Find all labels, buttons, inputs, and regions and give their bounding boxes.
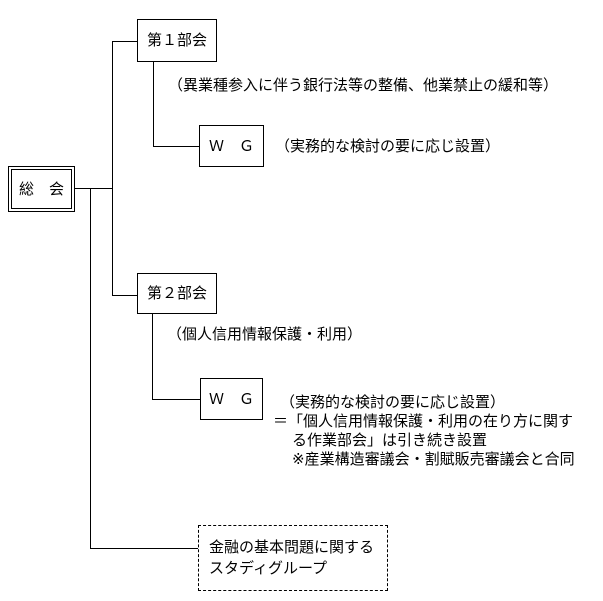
connector-root-to-trunk — [75, 188, 113, 189]
connector-sub2-to-wg2-horizontal — [152, 399, 200, 400]
wg-1-note: （実務的な検討の要に応じ設置） — [275, 137, 501, 155]
wg-2-note-2: ＝「個人信用情報保護・利用の在り方に関す — [273, 412, 574, 430]
connector-sub2-to-wg2-vertical — [152, 314, 153, 400]
connector-sub1-to-wg1-vertical — [153, 62, 154, 147]
wg-2-note-3: る作業部会」は引き続き設置 — [292, 431, 488, 449]
subcommittee-1-note: （異業種参入に伴う銀行法等の整備、他業禁止の緩和等） — [168, 76, 559, 94]
connector-to-study-group — [90, 548, 198, 549]
connector-to-subcommittee1 — [112, 41, 137, 42]
wg-2-note-1: （実務的な検討の要に応じ設置） — [280, 393, 506, 411]
subcommittee-2-label: 第２部会 — [146, 284, 207, 302]
study-group-label-line1: 金融の基本問題に関する — [209, 538, 375, 556]
wg-2-note-4: ※産業構造審議会・割賦販売審議会と合同 — [292, 450, 575, 468]
study-group-box: 金融の基本問題に関する スタディグループ — [198, 525, 388, 591]
wg-2-label: Ｗ Ｇ — [208, 389, 254, 408]
wg-1-label: Ｗ Ｇ — [208, 136, 254, 155]
connector-trunk-study-group — [90, 188, 91, 549]
subcommittee-1-box: 第１部会 — [137, 19, 217, 62]
general-assembly-box: 総 会 — [8, 166, 75, 212]
study-group-label-line2: スタディグループ — [209, 559, 328, 577]
subcommittee-1-label: 第１部会 — [146, 31, 207, 49]
connector-to-subcommittee2 — [112, 295, 137, 296]
subcommittee-2-box: 第２部会 — [137, 273, 217, 314]
general-assembly-label: 総 会 — [11, 169, 72, 209]
connector-trunk-subcommittees — [112, 41, 113, 296]
wg-1-box: Ｗ Ｇ — [199, 125, 264, 167]
connector-sub1-to-wg1-horizontal — [153, 146, 199, 147]
subcommittee-2-note: （個人信用情報保護・利用） — [167, 325, 363, 343]
wg-2-box: Ｗ Ｇ — [200, 378, 263, 420]
